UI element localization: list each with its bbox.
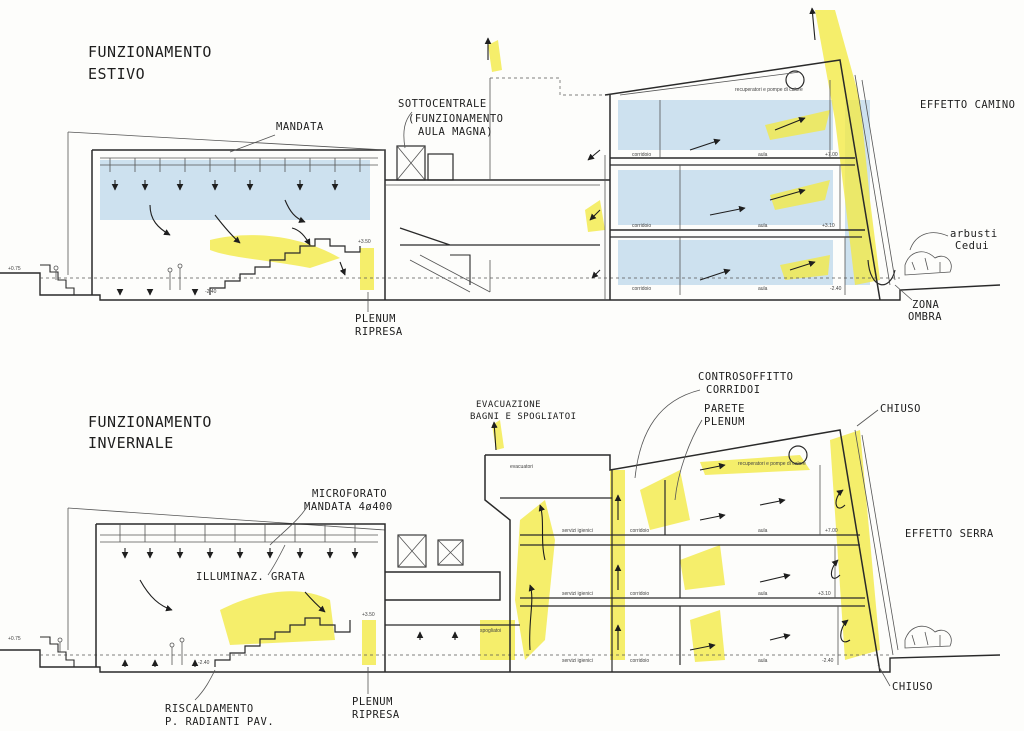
summer-corridoio-1: corridoio bbox=[632, 152, 651, 158]
controsoffitto-leader bbox=[634, 389, 701, 479]
arbusti-label-2: Cedui bbox=[955, 240, 989, 252]
riscaldamento-label-1: RISCALDAMENTO bbox=[165, 703, 254, 715]
summer-corridoio-3: corridoio bbox=[632, 286, 651, 292]
winter-level-m240-left: -2.40 bbox=[198, 660, 210, 666]
arbusti-leader bbox=[909, 232, 949, 251]
winter-level-700: +7.00 bbox=[825, 528, 838, 534]
summer-plenum-label-2: RIPRESA bbox=[355, 326, 403, 338]
controsoffitto-label-1: CONTROSOFFITTO bbox=[698, 371, 794, 383]
sottocentrale-leader bbox=[403, 111, 413, 149]
parete-leader bbox=[674, 419, 703, 501]
winter-airflow-arrows bbox=[121, 421, 851, 667]
winter-section: FUNZIONAMENTO INVERNALE EVACUAZIONE BAGN… bbox=[0, 371, 1001, 728]
winter-title-1: FUNZIONAMENTO bbox=[88, 413, 212, 431]
summer-level-075: +0.75 bbox=[8, 266, 21, 272]
winter-servizi-2: servizi igienici bbox=[562, 591, 593, 597]
summer-section: FUNZIONAMENTO ESTIVO MANDATA SOTTOCENTRA… bbox=[0, 7, 1016, 338]
winter-corridoio-3: corridoio bbox=[630, 658, 649, 664]
winter-servizi-1: servizi igienici bbox=[562, 528, 593, 534]
winter-recuperatori-label: recuperatori e pompe di calore bbox=[738, 461, 806, 467]
evacuazione-label-1: EVACUAZIONE bbox=[476, 400, 541, 410]
winter-people bbox=[57, 637, 185, 665]
mandata-label: MANDATA bbox=[276, 121, 324, 133]
funz-aula-label-1: (FUNZIONAMENTO bbox=[408, 113, 504, 125]
summer-diffusers bbox=[100, 158, 378, 172]
summer-level-700: +7.00 bbox=[825, 152, 838, 158]
summer-airflow-arrows bbox=[111, 7, 816, 296]
summer-title-2: ESTIVO bbox=[88, 65, 145, 83]
winter-plenum-label-2: RIPRESA bbox=[352, 709, 400, 721]
summer-level-m240-right: -2.40 bbox=[830, 286, 842, 292]
winter-aula-1: aula bbox=[758, 528, 768, 534]
winter-title-2: INVERNALE bbox=[88, 434, 174, 452]
summer-aula-3: aula bbox=[758, 286, 768, 292]
evacuazione-label-2: BAGNI E SPOGLIATOI bbox=[470, 412, 577, 422]
controsoffitto-label-2: CORRIDOI bbox=[706, 384, 761, 396]
summer-corridoio-2: corridoio bbox=[632, 223, 651, 229]
effetto-serra-label: EFFETTO SERRA bbox=[905, 528, 994, 540]
summer-level-310: +3.10 bbox=[822, 223, 835, 229]
chiuso-top-label: CHIUSO bbox=[880, 403, 921, 415]
summer-plenum-label-1: PLENUM bbox=[355, 313, 396, 325]
summer-shrub-icon bbox=[904, 251, 952, 276]
zona-ombra-label-2: OMBRA bbox=[908, 311, 942, 323]
winter-evacuatori-label: evacuatori bbox=[510, 464, 533, 470]
microforato-label-2: MANDATA 4ø400 bbox=[304, 501, 393, 513]
riscaldamento-leader bbox=[194, 669, 216, 701]
riscaldamento-label-2: P. RADIANTI PAV. bbox=[165, 716, 274, 728]
arbusti-label-1: arbusti bbox=[950, 228, 998, 240]
winter-spogliatoi-label: spogliatoi bbox=[480, 628, 501, 634]
winter-shrub-icon bbox=[904, 625, 952, 649]
microforato-leader bbox=[269, 501, 311, 546]
winter-level-m240-right: -2.40 bbox=[822, 658, 834, 664]
summer-aula-2: aula bbox=[758, 223, 768, 229]
summer-level-350: +3.50 bbox=[358, 239, 371, 245]
summer-people bbox=[53, 263, 183, 290]
summer-aula-1: aula bbox=[758, 152, 768, 158]
funz-aula-label-2: AULA MAGNA) bbox=[418, 126, 493, 138]
summer-recuperatori-label: recuperatori e pompe di calore bbox=[735, 87, 803, 93]
parete-label-2: PLENUM bbox=[704, 416, 745, 428]
winter-aula-3: aula bbox=[758, 658, 768, 664]
zona-ombra-leader bbox=[894, 284, 913, 301]
winter-plenum-label-1: PLENUM bbox=[352, 696, 393, 708]
summer-title-1: FUNZIONAMENTO bbox=[88, 43, 212, 61]
chiuso-bottom-leader bbox=[877, 664, 891, 687]
winter-corridoio-2: corridoio bbox=[630, 591, 649, 597]
winter-level-350: +3.50 bbox=[362, 612, 375, 618]
chiuso-top-leader bbox=[856, 409, 879, 427]
sottocentrale-label: SOTTOCENTRALE bbox=[398, 98, 487, 110]
parete-label-1: PARETE bbox=[704, 403, 745, 415]
winter-servizi-3: servizi igienici bbox=[562, 658, 593, 664]
winter-level-310: +3.10 bbox=[818, 591, 831, 597]
illuminaz-label: ILLUMINAZ. GRATA bbox=[196, 571, 305, 583]
mandata-leader bbox=[229, 134, 276, 153]
winter-level-075: +0.75 bbox=[8, 636, 21, 642]
illuminaz-leader bbox=[267, 544, 286, 576]
winter-yellow-air bbox=[220, 420, 880, 665]
zona-ombra-label-1: ZONA bbox=[912, 299, 939, 311]
winter-aula-2: aula bbox=[758, 591, 768, 597]
chiuso-bottom-label: CHIUSO bbox=[892, 681, 933, 693]
summer-level-m240-left: -2.40 bbox=[205, 289, 217, 295]
winter-corridoio-1: corridoio bbox=[630, 528, 649, 534]
effetto-camino-label: EFFETTO CAMINO bbox=[920, 99, 1016, 111]
summer-yellow-air bbox=[210, 10, 880, 290]
microforato-label-1: MICROFORATO bbox=[312, 488, 387, 500]
